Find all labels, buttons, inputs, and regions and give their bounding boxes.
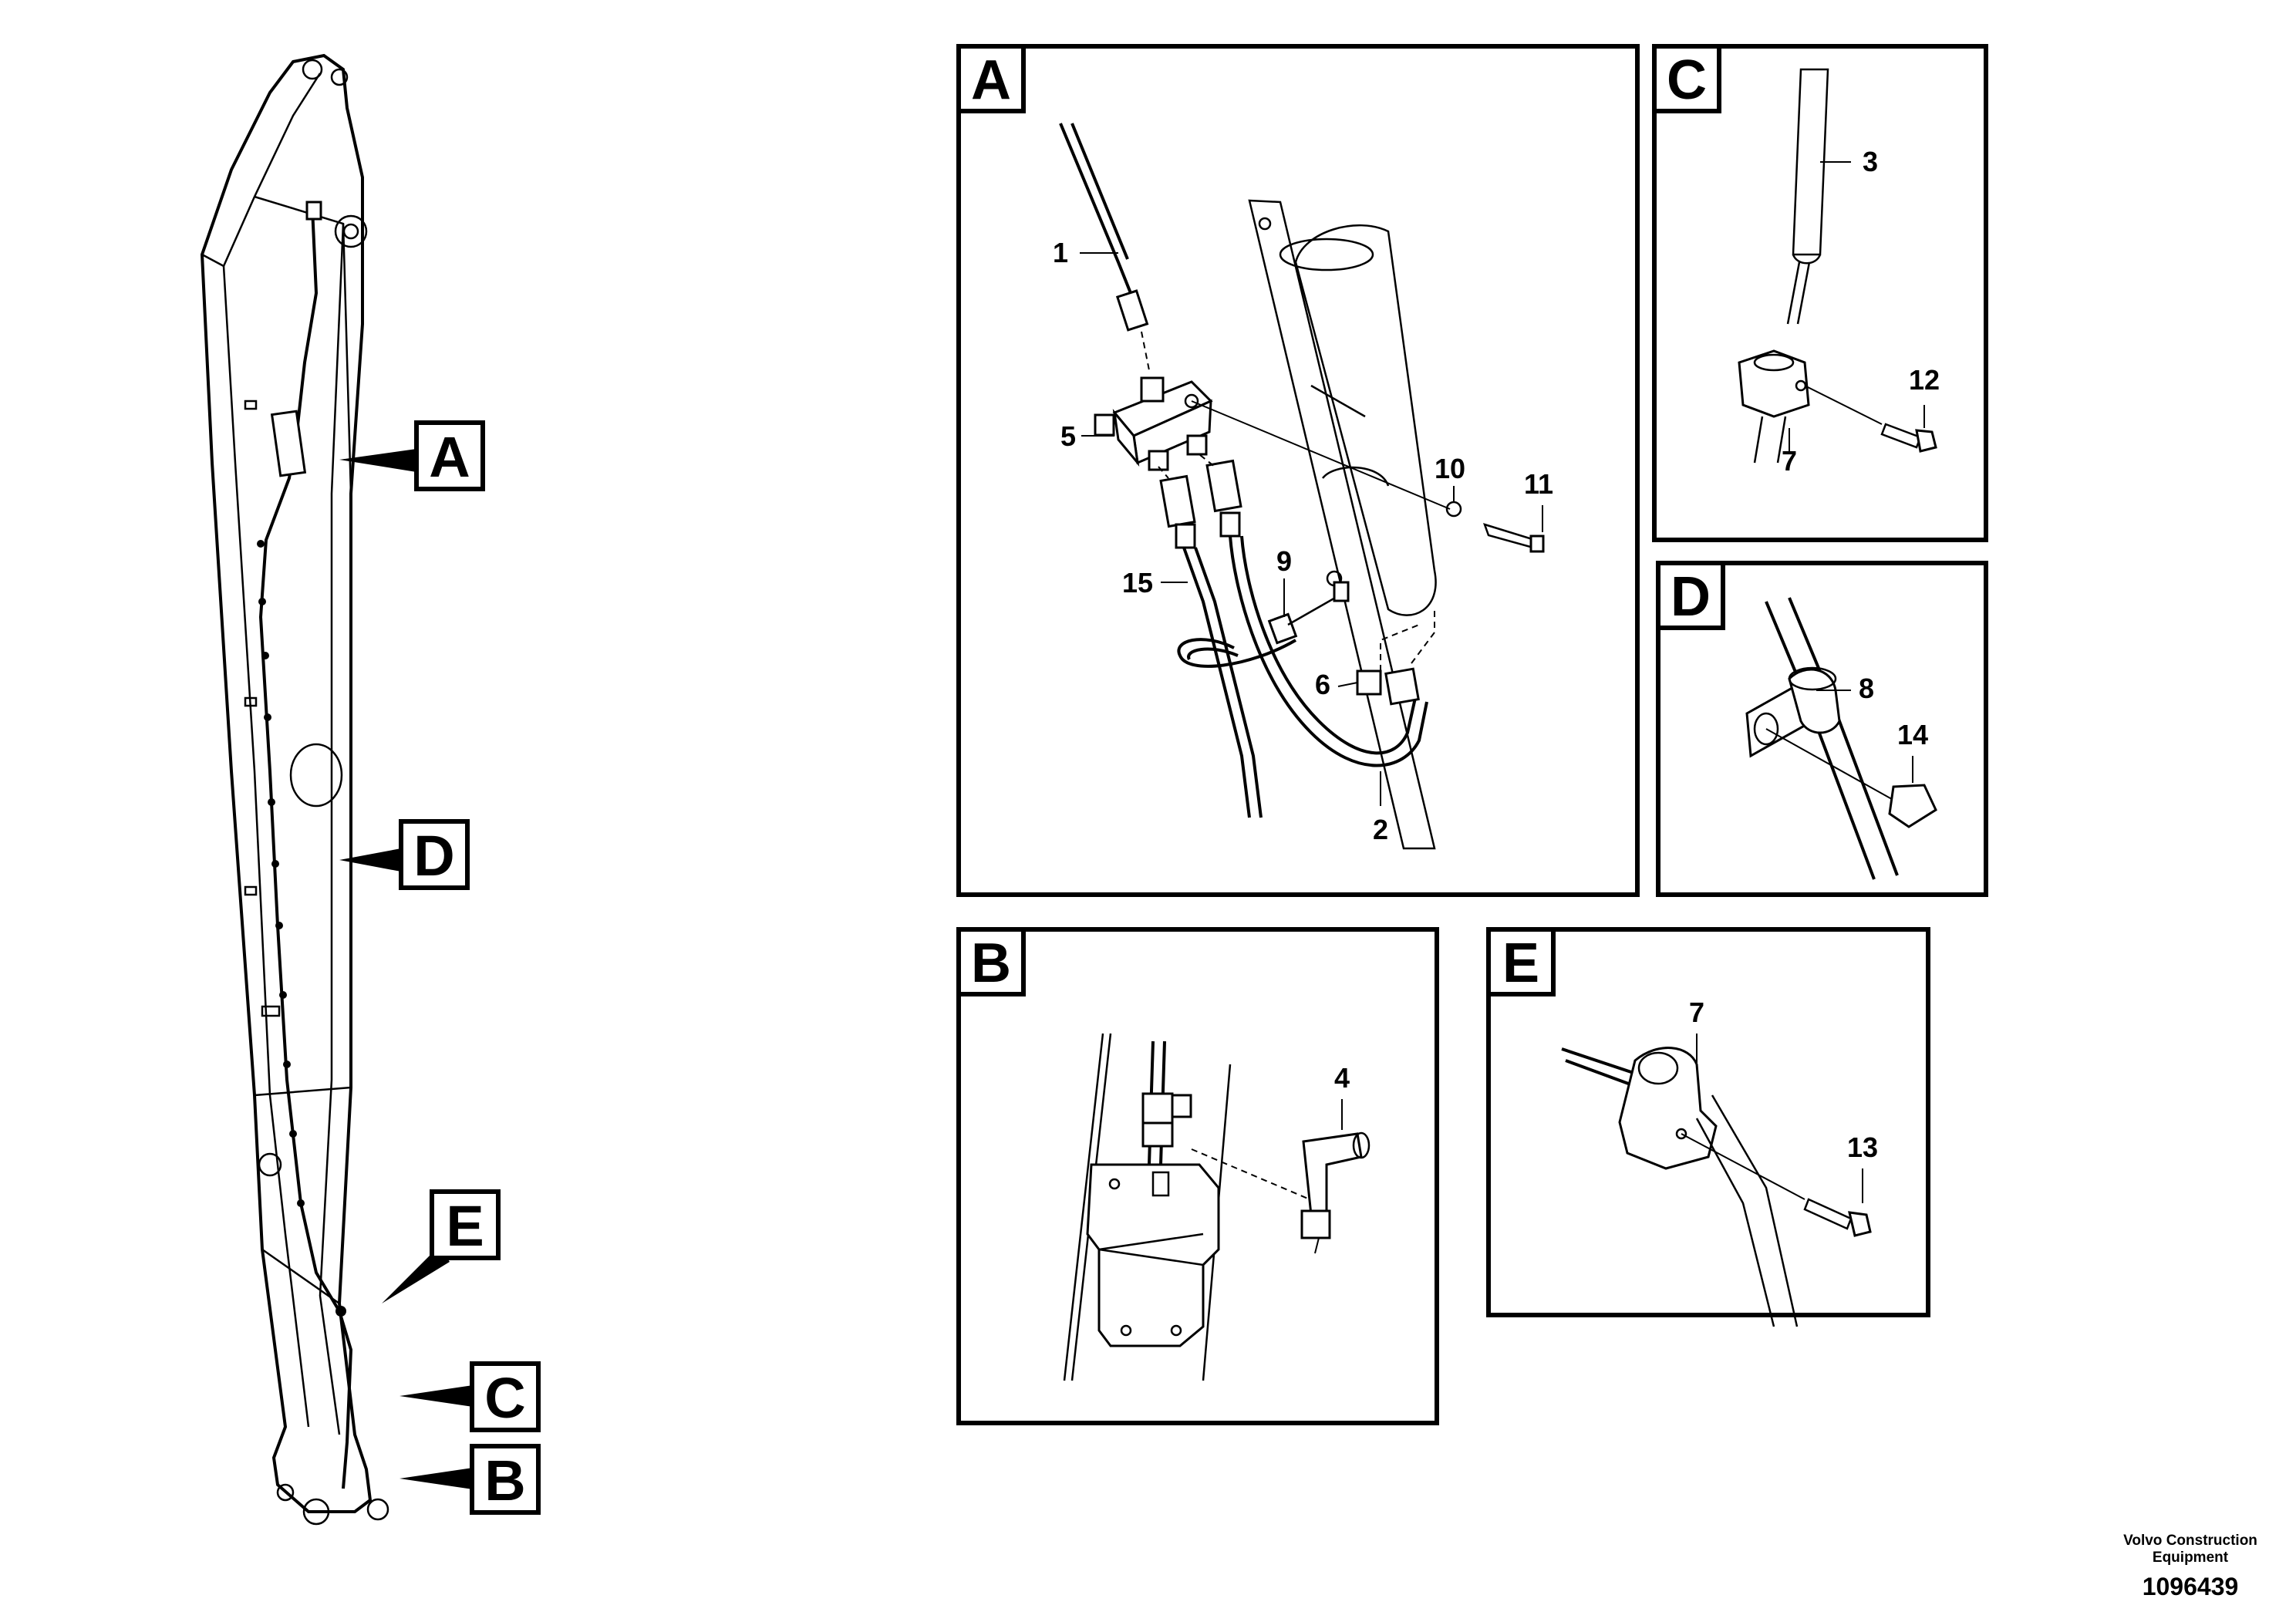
elbow-fitting <box>1300 1131 1371 1254</box>
part-label: 12 <box>1909 364 1940 396</box>
panel-E-letter: E <box>1502 932 1539 994</box>
accumulator <box>1248 199 1437 850</box>
part-label: 10 <box>1435 453 1465 484</box>
part-label: 7 <box>1689 996 1704 1028</box>
svg-text:D: D <box>413 824 454 888</box>
panel-B-letter: B <box>971 932 1011 994</box>
part-label: 3 <box>1863 146 1878 177</box>
boom-hose <box>258 207 353 1489</box>
panel-C-letter: C <box>1667 49 1707 111</box>
callout-C[interactable]: C <box>470 1361 541 1432</box>
panel-A-letter: A <box>971 49 1011 111</box>
footer-company-line2: Equipment <box>2153 1549 2229 1566</box>
part-label: 6 <box>1315 669 1330 700</box>
callout-D[interactable]: D <box>399 819 470 890</box>
part-label: 8 <box>1859 673 1874 704</box>
panel-D-letter: D <box>1671 566 1711 628</box>
part-label: 15 <box>1122 567 1153 599</box>
boom-overview <box>200 53 389 1526</box>
part-label: 13 <box>1847 1131 1878 1163</box>
svg-text:B: B <box>484 1448 525 1512</box>
callout-pointers <box>339 449 478 1490</box>
footer-drawing-number: 1096439 <box>2143 1573 2239 1600</box>
footer: Volvo Construction Equipment 1096439 <box>2123 1533 2257 1600</box>
panel-C: C 3 12 7 <box>1652 44 1988 542</box>
panel-D: D 8 14 <box>1656 561 1988 897</box>
svg-text:E: E <box>446 1194 484 1258</box>
callout-A[interactable]: A <box>414 420 485 491</box>
part-label: 9 <box>1276 545 1292 577</box>
panel-A: A <box>956 44 1640 897</box>
tee-block <box>1094 376 1213 471</box>
boom-outline <box>200 53 373 1513</box>
hose-fittings <box>1158 454 1242 549</box>
panel-E: E 7 13 <box>1486 927 1930 1327</box>
part-label: 11 <box>1524 468 1553 500</box>
part-label: 5 <box>1060 420 1076 452</box>
svg-text:A: A <box>429 425 470 489</box>
callout-E[interactable]: E <box>430 1189 501 1260</box>
part-label: 1 <box>1053 237 1068 268</box>
part-label: 14 <box>1897 719 1928 750</box>
callout-B[interactable]: B <box>470 1444 541 1515</box>
footer-company-line1: Volvo Construction <box>2123 1533 2257 1549</box>
svg-text:C: C <box>484 1366 525 1430</box>
part-label: 2 <box>1373 814 1388 845</box>
part-label: 4 <box>1334 1062 1350 1094</box>
part-label: 7 <box>1782 445 1797 477</box>
panel-B: B 4 <box>956 927 1439 1425</box>
